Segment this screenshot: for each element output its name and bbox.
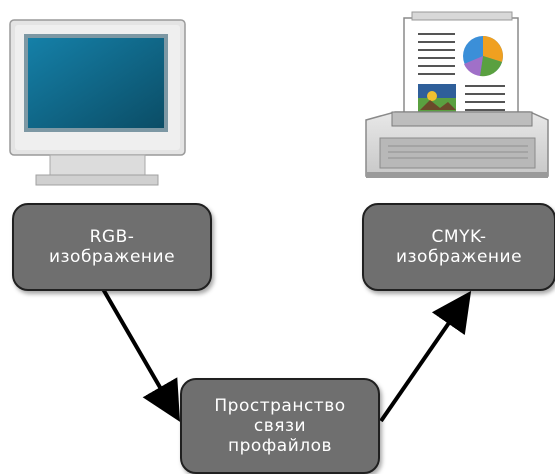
pcs-node-line1: Пространство <box>214 396 346 416</box>
cmyk-image-node: CMYK- изображение <box>362 203 555 291</box>
pcs-node-line3: профайлов <box>227 436 333 456</box>
pcs-node-line2: связи <box>253 416 307 436</box>
rgb-node-line2: изображение <box>48 247 176 267</box>
cmyk-node-line2: изображение <box>395 247 523 267</box>
printer-icon <box>365 11 549 178</box>
arrow-rgb-to-pcs <box>101 287 181 422</box>
arrow-pcs-to-cmyk <box>379 290 472 423</box>
rgb-image-node: RGB- изображение <box>12 203 212 291</box>
profile-connection-space-node: Пространство связи профайлов <box>180 378 380 474</box>
monitor-icon <box>9 19 186 186</box>
cmyk-node-line1: CMYK- <box>431 227 487 247</box>
rgb-node-line1: RGB- <box>89 227 135 247</box>
